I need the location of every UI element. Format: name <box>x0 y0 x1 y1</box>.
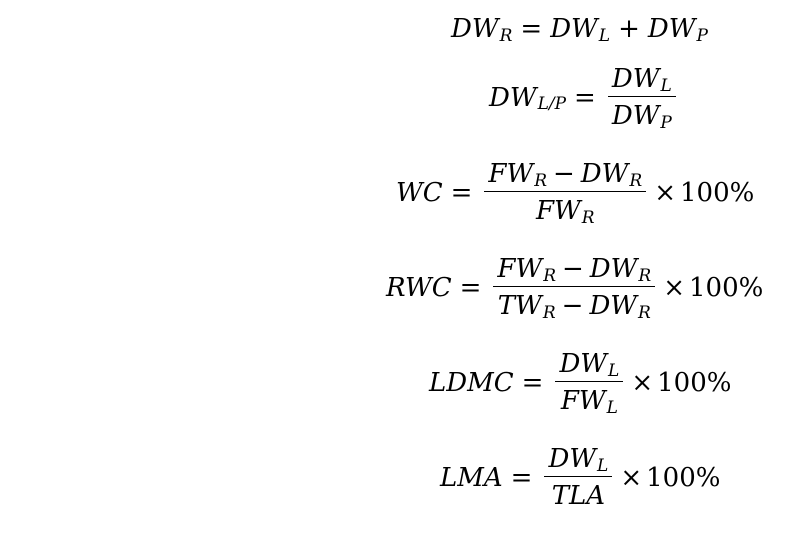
num-a-sub: R <box>543 265 556 286</box>
num-var: DW <box>611 64 660 94</box>
num-sub: L <box>608 360 620 381</box>
num-sub: L <box>660 75 672 96</box>
num-var: DW <box>559 349 608 379</box>
lhs-var: DW <box>489 82 537 113</box>
den-b-sub: R <box>638 302 651 323</box>
fraction-bar <box>555 381 624 382</box>
term1-sub: L <box>598 25 611 46</box>
num-a-var: FW <box>497 254 543 284</box>
term2-var: DW <box>647 14 696 44</box>
lhs-var: DW <box>451 14 499 44</box>
den-a-sub: R <box>542 302 556 323</box>
den-sub: R <box>581 207 595 228</box>
num-a-var: FW <box>488 159 534 189</box>
lhs-sub: R <box>499 25 513 46</box>
num-b-sub: R <box>638 265 652 286</box>
fraction-bar <box>493 286 656 287</box>
equals-sign: = <box>510 462 533 493</box>
fraction-bar <box>607 96 676 97</box>
den-var: TLA <box>551 481 606 511</box>
lhs-var: LMA <box>440 462 503 493</box>
minus-sign: − <box>562 254 584 284</box>
equals-sign: = <box>450 177 473 208</box>
equals-sign: = <box>521 367 544 398</box>
num-a-sub: R <box>534 170 547 191</box>
times-sign: × <box>631 367 654 398</box>
fraction-bar <box>484 191 647 192</box>
times-sign: × <box>654 177 676 208</box>
fraction-bar <box>544 476 613 477</box>
den-var: FW <box>536 196 581 226</box>
denominator: TLA <box>548 477 609 509</box>
minus-sign: − <box>553 159 575 189</box>
num-b-var: DW <box>589 254 638 284</box>
den-var: DW <box>611 101 660 131</box>
term1-var: DW <box>550 14 598 44</box>
lhs-var: LDMC <box>429 367 514 398</box>
den-minus-sign: − <box>561 291 584 321</box>
den-a-var: TW <box>497 291 542 321</box>
times-sign: × <box>663 272 685 303</box>
den-sub: P <box>660 112 672 133</box>
den-var: FW <box>560 386 606 416</box>
term2-sub: P <box>696 25 708 46</box>
num-sub: L <box>597 455 609 476</box>
percent-value: 100% <box>679 177 755 208</box>
plus-sign: + <box>618 14 640 44</box>
num-b-sub: R <box>629 170 643 191</box>
lhs-var: RWC <box>386 272 452 303</box>
percent-value: 100% <box>688 272 764 303</box>
den-sub: L <box>606 397 618 418</box>
equals-sign: = <box>520 14 543 44</box>
lhs-var: WC <box>396 177 443 208</box>
equals-sign: = <box>459 272 482 303</box>
percent-value: 100% <box>657 367 732 398</box>
num-var: DW <box>548 444 597 474</box>
times-sign: × <box>620 462 643 493</box>
lhs-sub: L/P <box>537 94 567 114</box>
num-b-var: DW <box>580 159 629 189</box>
den-b-var: DW <box>589 291 638 321</box>
percent-value: 100% <box>646 462 721 493</box>
equals-sign: = <box>574 82 596 113</box>
